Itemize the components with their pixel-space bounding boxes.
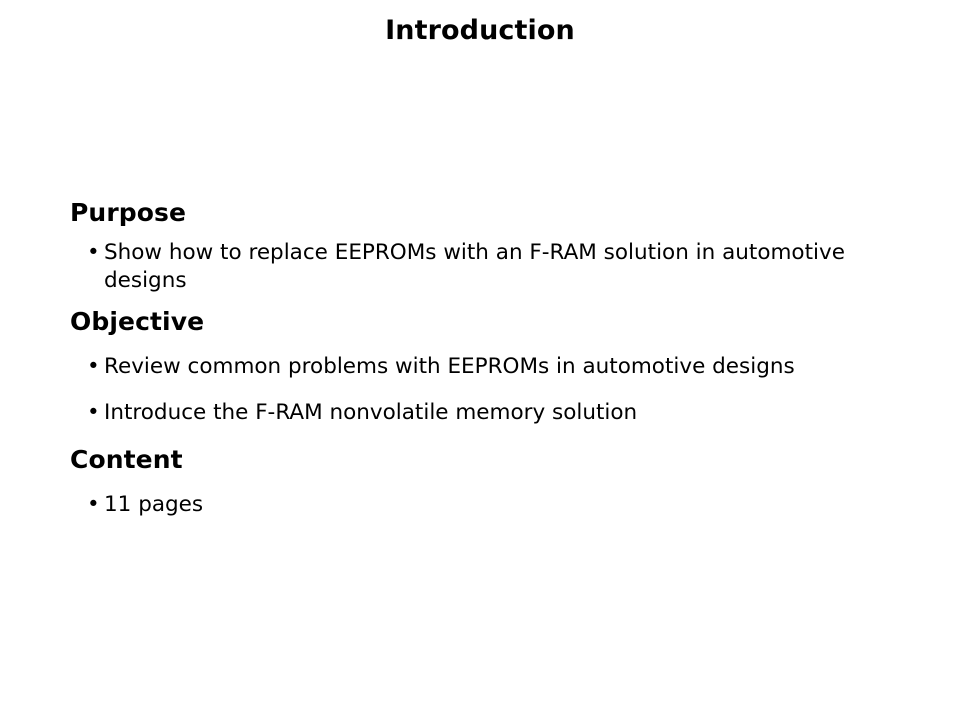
page-title: Introduction	[385, 15, 575, 46]
section-heading-purpose: Purpose	[70, 198, 187, 227]
list-item: • Show how to replace EEPROMs with an F-…	[70, 239, 900, 295]
section-heading-content: Content	[70, 445, 183, 474]
bullet-list-objective: • Review common problems with EEPROMs in…	[70, 353, 900, 427]
list-item: • Review common problems with EEPROMs in…	[70, 353, 900, 381]
list-item-text: Show how to replace EEPROMs with an F-RA…	[104, 240, 845, 293]
list-item: • Introduce the F-RAM nonvolatile memory…	[70, 399, 900, 427]
bullet-list-purpose: • Show how to replace EEPROMs with an F-…	[70, 239, 900, 295]
section-purpose: Purpose • Show how to replace EEPROMs wi…	[70, 198, 900, 295]
bullet-point-icon: •	[87, 400, 100, 425]
slide-body: Purpose • Show how to replace EEPROMs wi…	[70, 198, 900, 519]
list-item-text: 11 pages	[104, 492, 204, 517]
bullet-point-icon: •	[87, 492, 100, 517]
section-heading-objective: Objective	[70, 307, 205, 336]
bullet-point-icon: •	[87, 354, 100, 379]
section-content: Content • 11 pages	[70, 445, 900, 519]
list-item: • 11 pages	[70, 491, 900, 519]
list-item-text: Introduce the F-RAM nonvolatile memory s…	[104, 400, 638, 425]
list-item-text: Review common problems with EEPROMs in a…	[104, 354, 795, 379]
bullet-list-content: • 11 pages	[70, 491, 900, 519]
bullet-point-icon: •	[87, 240, 100, 265]
section-objective: Objective • Review common problems with …	[70, 307, 900, 427]
